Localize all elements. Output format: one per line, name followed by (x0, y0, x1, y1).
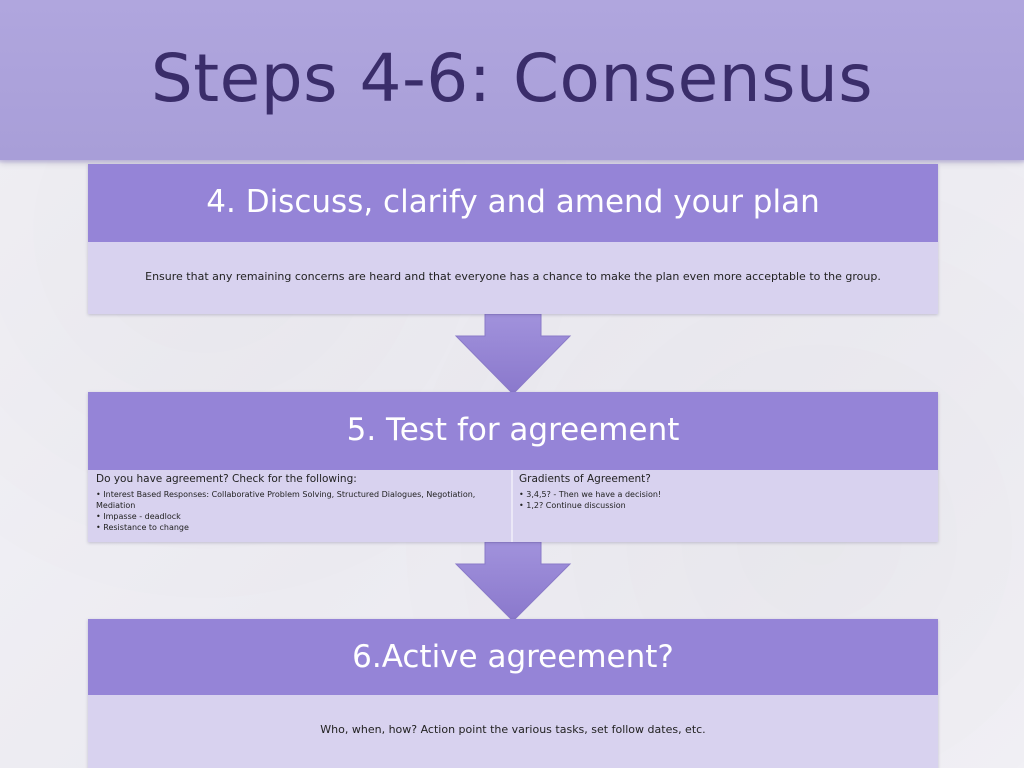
step-4-body: Ensure that any remaining concerns are h… (88, 242, 938, 314)
slide-title: Steps 4-6: Consensus (150, 40, 874, 117)
gradients-heading: Gradients of Agreement? (519, 473, 651, 485)
agreement-check-list: Interest Based Responses: Collaborative … (96, 489, 501, 533)
step-6-box: 6.Active agreement? Who, when, how? Acti… (88, 619, 938, 768)
step-5-box: 5. Test for agreement Do you have agreem… (88, 392, 938, 542)
gradients-list: 3,4,5? - Then we have a decision! 1,2? C… (519, 489, 928, 511)
agreement-check-heading: Do you have agreement? Check for the fol… (96, 473, 357, 485)
down-arrow-icon (454, 313, 572, 395)
step-5-header: 5. Test for agreement (88, 392, 938, 470)
list-item: 1,2? Continue discussion (519, 500, 928, 511)
list-item: 3,4,5? - Then we have a decision! (519, 489, 928, 500)
step-6-body: Who, when, how? Action point the various… (88, 695, 938, 768)
title-band (0, 0, 1024, 164)
list-item: Resistance to change (96, 522, 501, 533)
step-4-box: 4. Discuss, clarify and amend your plan … (88, 164, 938, 314)
step-6-header: 6.Active agreement? (88, 619, 938, 695)
down-arrow-icon (454, 541, 572, 622)
list-item: Interest Based Responses: Collaborative … (96, 489, 501, 511)
agreement-check-column: Do you have agreement? Check for the fol… (88, 470, 513, 542)
gradients-column: Gradients of Agreement? 3,4,5? - Then we… (513, 470, 938, 542)
step-5-body: Do you have agreement? Check for the fol… (88, 470, 938, 542)
step-4-header: 4. Discuss, clarify and amend your plan (88, 164, 938, 242)
list-item: Impasse - deadlock (96, 511, 501, 522)
